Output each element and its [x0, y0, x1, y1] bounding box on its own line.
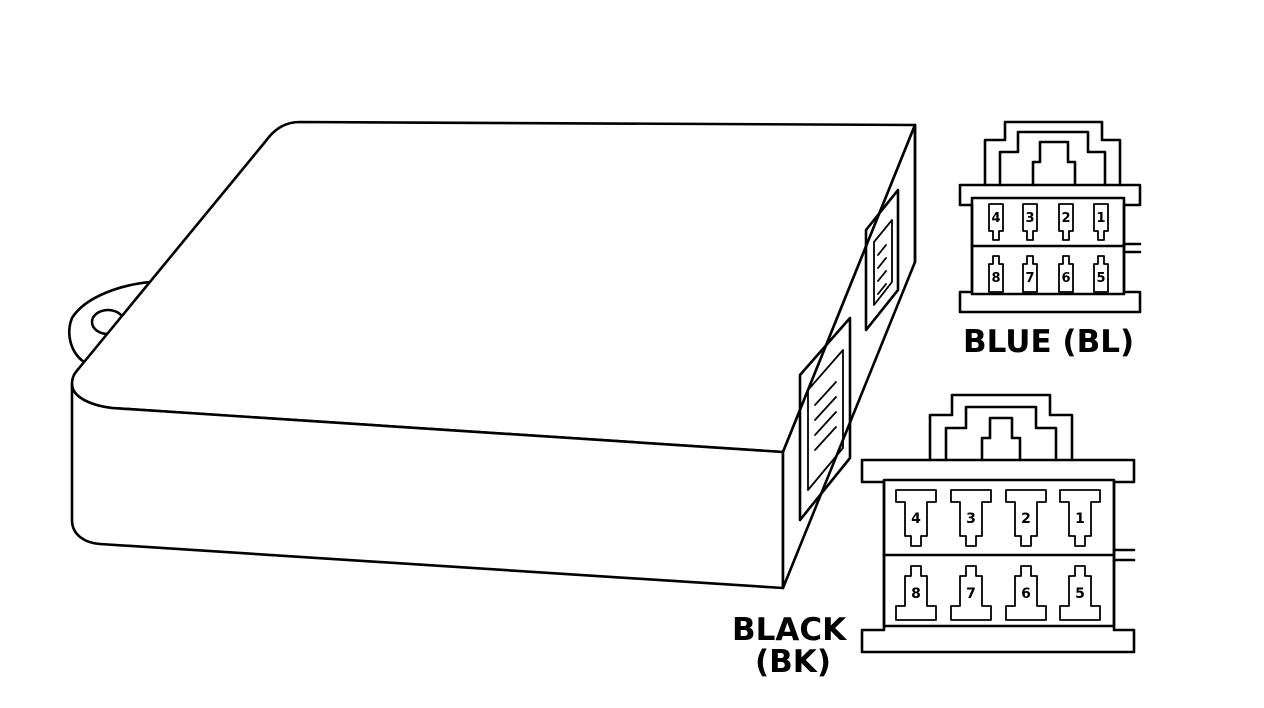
mounting-tab [68, 280, 154, 364]
blue-pin-number: 7 [1025, 271, 1034, 286]
black-pin-3: 3 [950, 489, 992, 547]
blue-pin-number: 2 [1061, 211, 1070, 226]
blue-pin-number: 1 [1096, 211, 1105, 226]
module-top-face [70, 120, 917, 454]
black-pin-4: 4 [895, 489, 937, 547]
blue-pin-2: 2 [1058, 203, 1074, 241]
blue-pin-8: 8 [988, 255, 1004, 293]
black-pin-number: 8 [911, 586, 921, 602]
blue-connector: 4 3 2 1 8 7 6 5 BLUE (BL) [958, 120, 1142, 360]
blue-connector-latch [983, 120, 1122, 187]
black-pin-5: 5 [1059, 565, 1101, 621]
black-pin-6: 6 [1005, 565, 1047, 621]
module-socket-blue [864, 188, 900, 332]
blue-connector-label: BLUE (BL) [963, 324, 1134, 360]
black-connector-latch [928, 393, 1074, 462]
blue-pin-6: 6 [1058, 255, 1074, 293]
blue-pin-5: 5 [1093, 255, 1109, 293]
black-pin-number: 3 [966, 511, 976, 527]
blue-pin-number: 5 [1096, 271, 1105, 286]
black-pin-number: 4 [911, 511, 921, 527]
blue-pin-number: 8 [991, 271, 1000, 286]
black-pin-8: 8 [895, 565, 937, 621]
module-socket-black [798, 316, 852, 522]
black-pin-2: 2 [1005, 489, 1047, 547]
black-pin-1: 1 [1059, 489, 1101, 547]
control-module [68, 120, 917, 590]
black-pin-number: 7 [966, 586, 976, 602]
black-pin-7: 7 [950, 565, 992, 621]
blue-pin-number: 3 [1025, 211, 1034, 226]
black-connector: 4 3 2 1 8 7 6 5 BLACK (BK) [732, 393, 1136, 680]
black-pin-number: 2 [1021, 511, 1031, 527]
blue-pin-4: 4 [988, 203, 1004, 241]
blue-pin-number: 4 [991, 211, 1000, 226]
black-pin-number: 6 [1021, 586, 1031, 602]
black-pin-number: 5 [1075, 586, 1085, 602]
blue-pin-3: 3 [1022, 203, 1038, 241]
black-pin-number: 1 [1075, 511, 1085, 527]
blue-pin-number: 6 [1061, 271, 1070, 286]
blue-pin-7: 7 [1022, 255, 1038, 293]
black-connector-label-line1: BLACK [732, 612, 847, 648]
black-connector-label-line2: (BK) [755, 644, 831, 680]
blue-pin-1: 1 [1093, 203, 1109, 241]
